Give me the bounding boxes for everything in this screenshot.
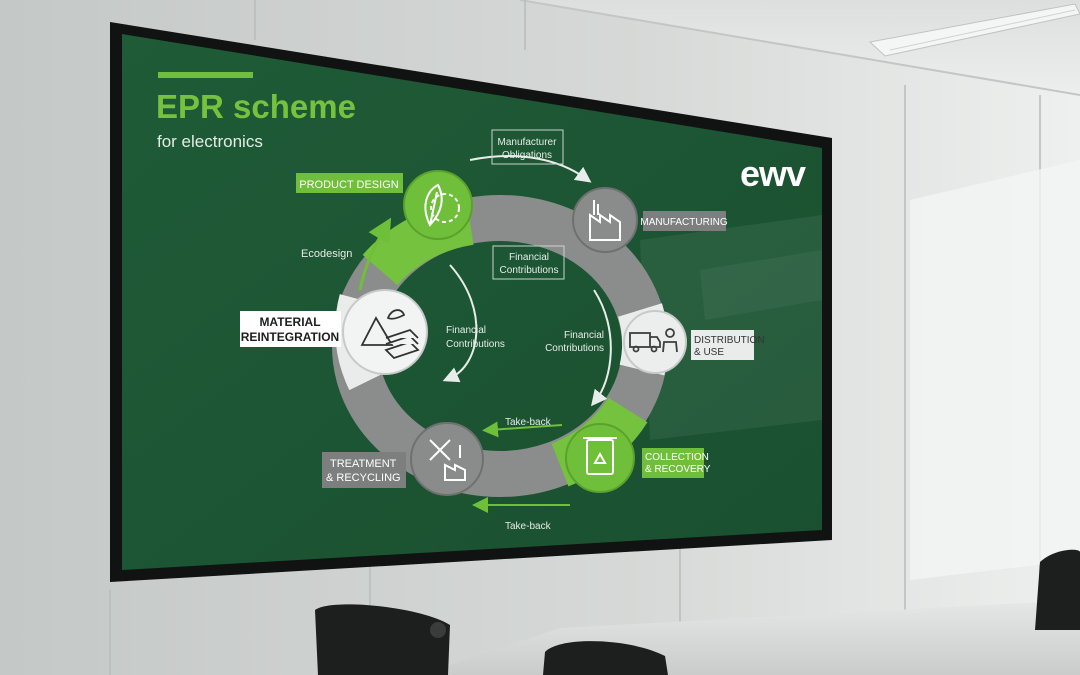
collection-label-1: COLLECTION	[645, 452, 709, 463]
manufacturer-obligations-2: Obligations	[502, 150, 552, 161]
manufacturing-node	[572, 187, 638, 253]
manufacturer-obligations-box	[491, 129, 564, 165]
treatment-node	[410, 422, 484, 496]
financial-left-1: Financial	[446, 325, 486, 336]
distribution-label-bg	[691, 330, 754, 360]
financial-top-box	[492, 245, 565, 280]
slide-subtitle: for electronics	[157, 132, 263, 151]
material-stack-icon	[360, 309, 420, 360]
distribution-label-1: DISTRIBUTION	[694, 335, 765, 346]
manufacturing-label: MANUFACTURING	[640, 217, 727, 228]
window-light	[910, 160, 1080, 580]
financial-top-2: Contributions	[500, 265, 559, 276]
financial-left-2: Contributions	[446, 339, 505, 350]
financial-right-2: Contributions	[545, 343, 604, 354]
chair-left	[315, 604, 450, 675]
slide-title: EPR scheme	[156, 88, 356, 125]
financial-top-1: Financial	[509, 252, 549, 263]
truck-person-icon	[629, 328, 678, 353]
recycle-bin-icon	[583, 437, 617, 475]
product-design-label: PRODUCT DESIGN	[299, 179, 398, 191]
collection-node	[565, 423, 635, 493]
product-design-label-bg	[296, 173, 403, 193]
takeback-outer-label: Take-back	[505, 521, 552, 532]
manufacturer-obligations-1: Manufacturer	[498, 137, 558, 148]
treatment-label-bg	[322, 452, 406, 488]
factory-icon	[589, 200, 621, 241]
slide: EPR scheme for electronics ewv	[156, 72, 807, 532]
treatment-label-1: TREATMENT	[330, 458, 397, 470]
collection-label-2: & RECOVERY	[645, 464, 711, 475]
material-label-2: REINTEGRATION	[241, 330, 339, 344]
collection-label-bg	[642, 448, 704, 478]
chair-middle	[543, 641, 668, 675]
leaf-gear-icon	[424, 183, 460, 227]
title-accent-bar	[158, 72, 253, 78]
ewv-logo: ewv	[740, 153, 806, 194]
financial-right-1: Financial	[564, 330, 604, 341]
manufacturing-label-bg	[643, 211, 726, 231]
distribution-node	[623, 310, 687, 374]
takeback-inner-label: Take-back	[505, 417, 552, 428]
material-label-bg	[240, 311, 341, 347]
distribution-label-2: & USE	[694, 347, 724, 358]
tools-factory-icon	[429, 439, 466, 481]
product-design-node	[403, 170, 473, 240]
material-label-1: MATERIAL	[259, 315, 320, 329]
chair-right	[1035, 549, 1080, 630]
ecodesign-label: Ecodesign	[301, 248, 352, 260]
treatment-label-2: & RECYCLING	[326, 472, 401, 484]
